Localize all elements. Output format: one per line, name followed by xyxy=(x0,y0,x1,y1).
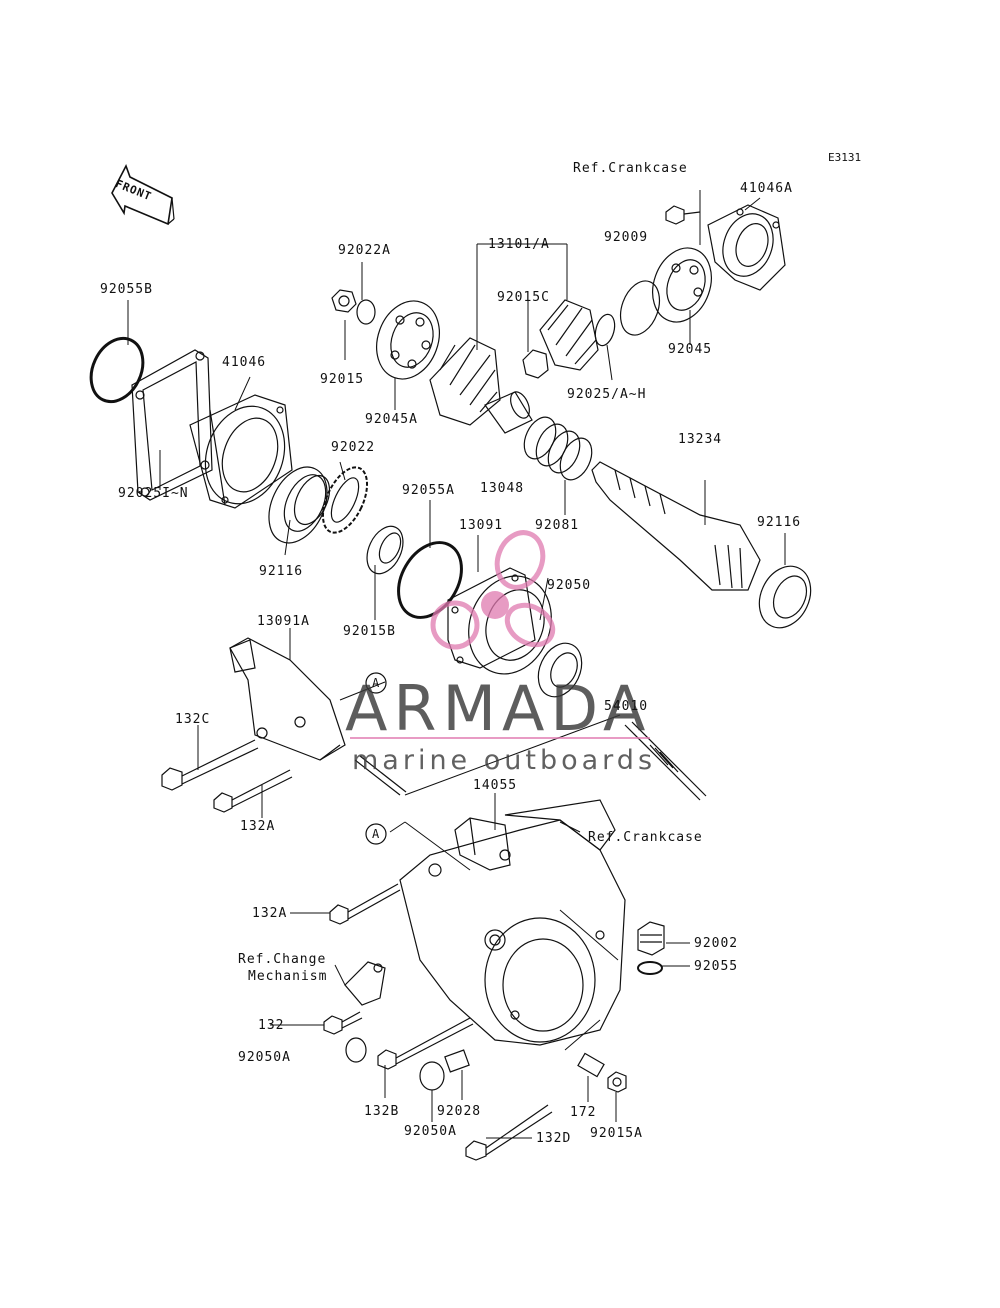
bearing-92116-right xyxy=(758,565,812,629)
nut-92015 xyxy=(331,289,357,313)
watermark-subtitle: marine outboards xyxy=(352,745,657,776)
label-132c: 132C xyxy=(175,712,211,727)
shim-92025 xyxy=(594,313,616,347)
label-132a-lower: 132A xyxy=(252,906,288,921)
bearing-92045 xyxy=(619,247,712,336)
cable-54010 xyxy=(354,721,707,801)
label-92055: 92055 xyxy=(694,959,739,974)
bearing-housing-41046 xyxy=(189,394,293,509)
crankcase-housing xyxy=(399,799,626,1046)
label-92015b: 92015B xyxy=(343,624,396,639)
label-ref-crankcase-top: Ref.Crankcase xyxy=(573,161,688,176)
bolt-132d xyxy=(465,1104,553,1161)
bearing-92045a xyxy=(376,300,440,380)
bearing-housing-41046a xyxy=(707,204,786,291)
diagram-code: E3131 xyxy=(828,151,862,164)
label-92025i-n: 92025I~N xyxy=(118,486,189,501)
nut-92015a xyxy=(607,1071,627,1093)
bolt-92009 xyxy=(665,205,701,225)
label-92015c: 92015C xyxy=(497,290,550,305)
label-ref-crankcase-mid: Ref.Crankcase xyxy=(588,830,703,845)
spring-92081 xyxy=(523,416,593,481)
drive-shaft-13234 xyxy=(591,461,761,591)
bolt-132b xyxy=(377,1017,474,1070)
drain-plug-92002 xyxy=(637,921,665,956)
label-13091a: 13091A xyxy=(257,614,310,629)
label-54010: 54010 xyxy=(604,699,649,714)
label-132b: 132B xyxy=(364,1104,400,1119)
gasket-92025i-n xyxy=(131,349,213,501)
label-92002: 92002 xyxy=(694,936,739,951)
nut-92015b xyxy=(366,525,404,575)
label-172: 172 xyxy=(570,1105,597,1120)
label-92022: 92022 xyxy=(331,440,376,455)
label-13091: 13091 xyxy=(459,518,504,533)
label-132: 132 xyxy=(258,1018,285,1033)
bolt-132 xyxy=(323,1011,363,1035)
label-132d: 132D xyxy=(536,1131,572,1146)
bolt-132c xyxy=(161,739,259,791)
label-92116-left: 92116 xyxy=(259,564,304,579)
label-14055: 14055 xyxy=(473,778,518,793)
label-92028: 92028 xyxy=(437,1104,482,1119)
label-92055a: 92055A xyxy=(402,483,455,498)
leader-lines xyxy=(127,190,786,1139)
callout-a-lower-circle xyxy=(365,823,387,845)
o-ring-92055 xyxy=(637,961,663,975)
bolt-132a-upper xyxy=(213,769,293,813)
label-92055b: 92055B xyxy=(100,282,153,297)
label-92081: 92081 xyxy=(535,518,580,533)
label-92025-a-h: 92025/A~H xyxy=(567,387,647,402)
label-92050a-bottom: 92050A xyxy=(404,1124,457,1139)
bevel-gear-13101-left xyxy=(429,337,501,426)
bevel-gear-13101-right xyxy=(539,299,599,371)
label-92022a: 92022A xyxy=(338,243,391,258)
seal-92050 xyxy=(537,642,583,698)
seal-92050a-left xyxy=(345,1037,367,1063)
lock-washer-92022 xyxy=(321,466,369,534)
bracket-13091a xyxy=(229,637,346,761)
o-ring-92055b xyxy=(89,336,145,404)
callout-a-lower: A xyxy=(372,827,381,841)
label-41046a: 41046A xyxy=(740,181,793,196)
seal-92050a-bottom xyxy=(419,1061,445,1091)
armada-logo-mark xyxy=(430,530,556,650)
bolt-132a-lower xyxy=(329,883,401,925)
front-arrow-icon xyxy=(111,164,175,226)
label-92116-right: 92116 xyxy=(757,515,802,530)
sleeve-13048 xyxy=(484,391,533,434)
label-13101a: 13101/A xyxy=(488,237,550,252)
label-92050a-left: 92050A xyxy=(238,1050,291,1065)
label-92045: 92045 xyxy=(668,342,713,357)
stud-172 xyxy=(577,1052,605,1078)
label-92015: 92015 xyxy=(320,372,365,387)
dowel-92028 xyxy=(444,1049,470,1073)
callout-a-upper: A xyxy=(372,676,381,690)
label-mechanism: Mechanism xyxy=(248,969,328,984)
washer-92022a xyxy=(356,299,376,325)
label-92045a: 92045A xyxy=(365,412,418,427)
label-13048: 13048 xyxy=(480,481,525,496)
label-132a-upper: 132A xyxy=(240,819,276,834)
bearing-92116-left xyxy=(268,466,331,544)
cover-14055 xyxy=(454,817,511,871)
label-92009: 92009 xyxy=(604,230,649,245)
label-92015a: 92015A xyxy=(590,1126,643,1141)
change-mechanism-bracket xyxy=(344,961,386,1006)
nut-92015c xyxy=(522,349,549,379)
watermark-title: ARMADA xyxy=(345,672,652,745)
label-13234: 13234 xyxy=(678,432,723,447)
label-ref-change: Ref.Change xyxy=(238,952,327,967)
label-41046: 41046 xyxy=(222,355,267,370)
o-ring-92055a xyxy=(397,541,463,619)
label-92050: 92050 xyxy=(547,578,592,593)
callout-a-upper-circle xyxy=(365,672,387,694)
